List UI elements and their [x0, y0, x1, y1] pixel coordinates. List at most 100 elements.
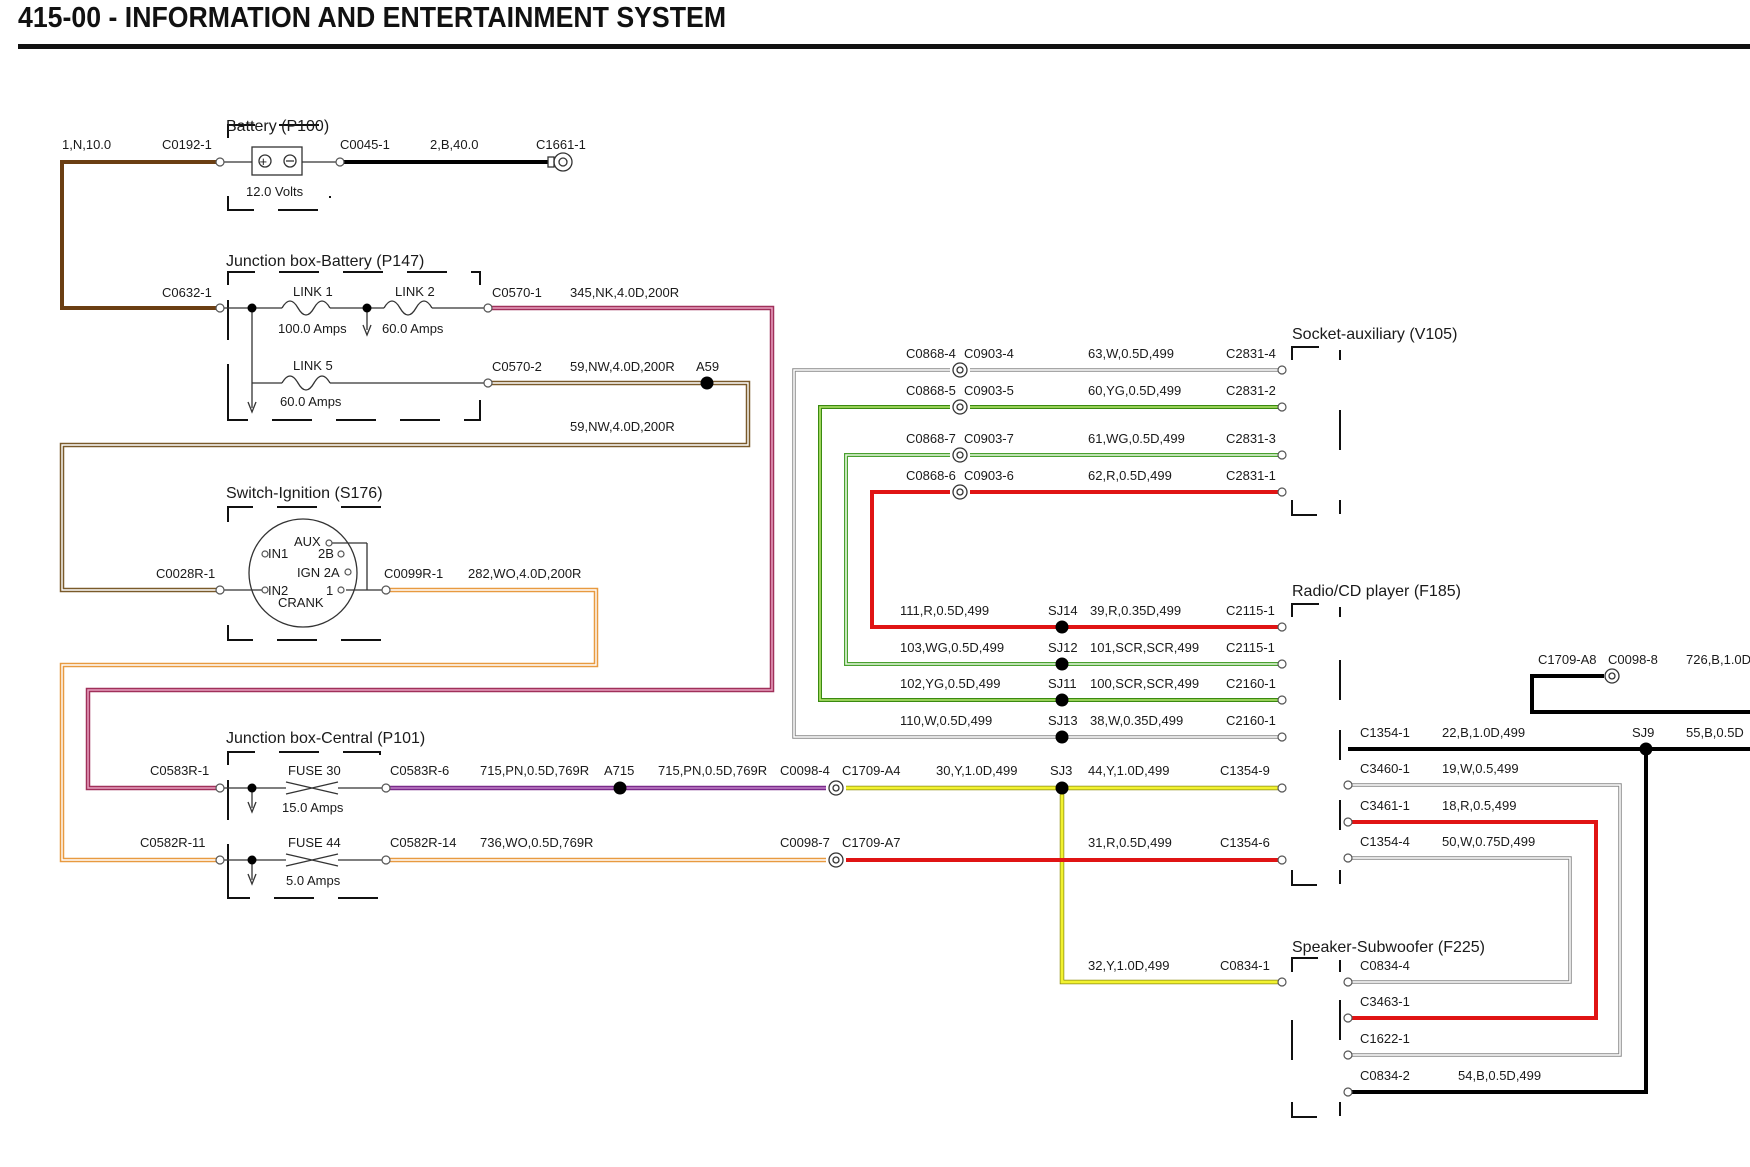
connector-label: C1354-1	[1360, 725, 1410, 740]
battery-name: Battery (P100)	[226, 118, 329, 135]
page-title: 415-00 - INFORMATION AND ENTERTAINMENT S…	[18, 2, 727, 34]
wire-726-b	[1530, 674, 1750, 714]
splice-a715	[613, 781, 627, 795]
connector-label: C0098-4	[780, 763, 830, 778]
wire-282-wo	[59, 587, 599, 863]
ign-1: 1	[326, 583, 333, 598]
connector-label: C0834-4	[1360, 958, 1410, 973]
ign-in2: IN2	[268, 583, 288, 598]
connector-label: C2115-1	[1226, 640, 1275, 655]
wire-label: 715,PN,0.5D,769R	[480, 763, 589, 778]
jbox-battery-name: Junction box-Battery (P147)	[226, 253, 424, 270]
connector-label: C0570-1	[492, 285, 542, 300]
wire-label: 60,YG,0.5D,499	[1088, 383, 1181, 398]
ign-2b: 2B	[318, 546, 334, 561]
jbox-central-frame	[227, 751, 381, 899]
wire-50-w	[1348, 856, 1572, 984]
wire-63-w	[792, 368, 1282, 739]
connector-label: C0834-2	[1360, 1068, 1410, 1083]
battery-icon	[251, 146, 303, 176]
battery-voltage: 12.0 Volts	[246, 184, 304, 199]
connector-label: C0903-5	[964, 383, 1014, 398]
connector-label: C0582R-11	[140, 835, 206, 850]
ignition-switch-icon	[248, 518, 358, 628]
battery-frame	[227, 124, 331, 211]
wire-label: 59,NW,4.0D,200R	[570, 359, 675, 374]
connector-label: C1622-1	[1360, 1031, 1410, 1046]
wire-label: 101,SCR,SCR,499	[1090, 640, 1199, 655]
connector-label: C0582R-14	[390, 835, 457, 850]
jbox-battery-frame	[227, 271, 481, 421]
connector-label: C0868-7	[906, 431, 956, 446]
connector-label: C0632-1	[162, 285, 212, 300]
splice-sj11	[1055, 693, 1069, 707]
connector-label: C2831-1	[1226, 468, 1276, 483]
wire-label: 103,WG,0.5D,499	[900, 640, 1004, 655]
wire-label: 50,W,0.75D,499	[1442, 834, 1535, 849]
wire-label: 63,W,0.5D,499	[1088, 346, 1174, 361]
connector-label: C0098-7	[780, 835, 830, 850]
connector-label: C0098-8	[1608, 652, 1658, 667]
splice-a59	[700, 376, 714, 390]
wire-label: 345,NK,4.0D,200R	[570, 285, 679, 300]
connector-label: C2831-2	[1226, 383, 1276, 398]
connector-label: C0868-5	[906, 383, 956, 398]
wire-label: 31,R,0.5D,499	[1088, 835, 1172, 850]
connector-label: C0834-1	[1220, 958, 1270, 973]
wire-54-b	[1348, 749, 1648, 1094]
fuse44-amps: 5.0 Amps	[286, 873, 341, 888]
connector-label: C0570-2	[492, 359, 542, 374]
wire-18-r	[1348, 820, 1598, 1020]
wire-label: 1,N,10.0	[62, 137, 111, 152]
connector-label: C0045-1	[340, 137, 390, 152]
connector-label: C2831-4	[1226, 346, 1276, 361]
wire-label: 54,B,0.5D,499	[1458, 1068, 1541, 1083]
socket-aux-frame	[1291, 346, 1341, 516]
splice-sj14	[1055, 620, 1069, 634]
connector-label: C1709-A4	[842, 763, 901, 778]
link1-amps: 100.0 Amps	[278, 321, 347, 336]
subwoofer-name: Speaker-Subwoofer (F225)	[1292, 939, 1485, 956]
connector-label: C1709-A7	[842, 835, 901, 850]
fuse44-label: FUSE 44	[288, 835, 341, 850]
ground-eyelet-icon	[553, 152, 573, 172]
connector-label: C1661-1	[536, 137, 586, 152]
wire-30-44-y	[846, 785, 1282, 985]
wire-label: 38,W,0.35D,499	[1090, 713, 1183, 728]
svg-text:+: +	[260, 154, 268, 169]
fuse30-label: FUSE 30	[288, 763, 341, 778]
wire-label: 19,W,0.5,499	[1442, 761, 1519, 776]
connector-label: C1709-A8	[1538, 652, 1597, 667]
link-fusible-icon	[220, 300, 488, 414]
link2-amps: 60.0 Amps	[382, 321, 444, 336]
wire-19-w	[1348, 783, 1622, 1057]
splice-label: SJ9	[1632, 725, 1654, 740]
wire-label: 62,R,0.5D,499	[1088, 468, 1172, 483]
wire-label: 39,R,0.35D,499	[1090, 603, 1181, 618]
connector-label: C0903-4	[964, 346, 1014, 361]
wire-label: 32,Y,1.0D,499	[1088, 958, 1169, 973]
splice-label: A715	[604, 763, 634, 778]
link5-amps: 60.0 Amps	[280, 394, 342, 409]
link1-label: LINK 1	[293, 284, 333, 299]
wire-1-n	[60, 160, 220, 310]
wire-label: 18,R,0.5,499	[1442, 798, 1516, 813]
connector-label: C0099R-1	[384, 566, 443, 581]
wire-label: 111,R,0.5D,499	[900, 603, 989, 618]
connector-label: C2160-1	[1226, 676, 1276, 691]
jbox-central-name: Junction box-Central (P101)	[226, 730, 425, 747]
link2-label: LINK 2	[395, 284, 435, 299]
inline-connector-icon	[828, 362, 1620, 868]
connector-label: C1354-4	[1360, 834, 1410, 849]
radio-frame	[1291, 603, 1341, 886]
wire-label: 59,NW,4.0D,200R	[570, 419, 675, 434]
splice-label: SJ11	[1048, 676, 1077, 691]
connector-label: C0903-6	[964, 468, 1014, 483]
splice-label: SJ14	[1048, 603, 1078, 618]
wire-label: 715,PN,0.5D,769R	[658, 763, 767, 778]
connector-label: C0868-6	[906, 468, 956, 483]
connector-label: C2160-1	[1226, 713, 1276, 728]
connector-label: C0583R-6	[390, 763, 449, 778]
wire-62-r	[870, 490, 1282, 629]
